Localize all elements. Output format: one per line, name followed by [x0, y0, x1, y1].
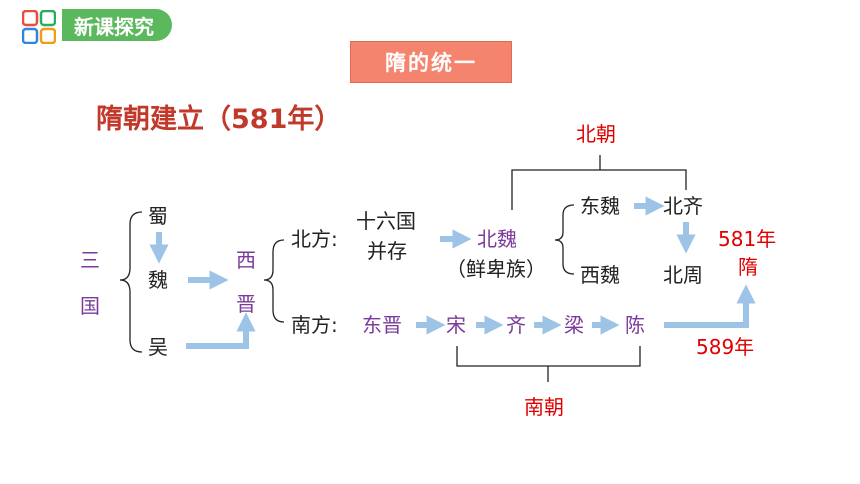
node-liang: 梁	[564, 313, 584, 337]
node-coexist: 并存	[367, 239, 407, 263]
node-shu: 蜀	[148, 204, 168, 228]
node-sixteen-kingdoms: 十六国	[356, 209, 416, 233]
label-year-581: 581年	[718, 227, 777, 251]
node-sui: 隋	[738, 255, 758, 279]
east-west-wei-brace	[554, 204, 575, 275]
northern-dynasties-bracket	[511, 169, 687, 210]
arrow-wu-xijin	[186, 312, 256, 349]
sui-founding-title: 隋朝建立（581年）	[96, 104, 342, 135]
node-dongjin: 东晋	[362, 313, 402, 337]
node-wu: 吴	[148, 335, 168, 359]
north-south-brace	[263, 239, 285, 323]
node-xi: 西	[236, 248, 256, 272]
label-southern-dynasties: 南朝	[524, 395, 564, 419]
section-title: 隋的统一	[350, 41, 512, 83]
label-north: 北方:	[291, 227, 338, 251]
node-beizhou: 北周	[663, 263, 703, 287]
node-dongwei: 东魏	[580, 194, 620, 218]
label-san: 三	[80, 248, 100, 272]
node-beiwei: 北魏	[477, 227, 517, 251]
note-xianbei: （鲜卑族）	[446, 257, 546, 281]
node-song: 宋	[446, 313, 466, 337]
three-kingdoms-brace	[119, 211, 143, 353]
arrow-chen-sui	[664, 284, 756, 328]
node-wei: 魏	[148, 268, 168, 292]
label-year-589: 589年	[696, 335, 755, 359]
node-beiqi: 北齐	[663, 194, 703, 218]
label-south: 南方:	[291, 313, 338, 337]
node-qi: 齐	[506, 313, 526, 337]
label-guo: 国	[80, 294, 100, 318]
header-title: 新课探究	[62, 9, 172, 41]
node-xiwei: 西魏	[580, 263, 620, 287]
node-jin: 晋	[236, 292, 256, 316]
node-chen: 陈	[625, 313, 645, 337]
label-northern-dynasties: 北朝	[576, 122, 616, 146]
grid-logo-icon	[22, 10, 56, 44]
southern-dynasties-bracket	[456, 346, 641, 367]
